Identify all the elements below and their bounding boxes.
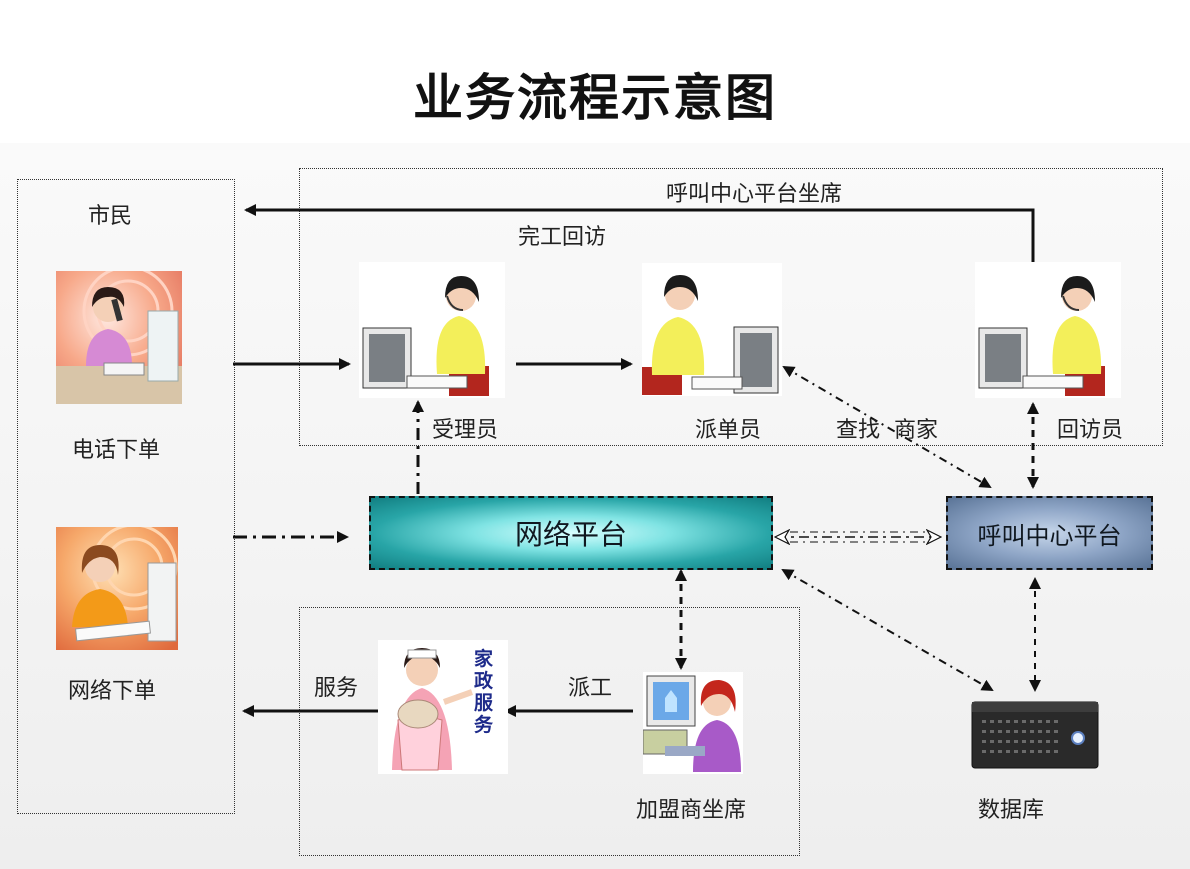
lookup-merchant-label: 查找 商家 — [836, 418, 938, 443]
dispatcher-label: 派单员 — [695, 418, 762, 443]
completion-revisit-label: 完工回访 — [518, 225, 607, 250]
call-center-seat-group — [299, 168, 1163, 446]
acceptor-label: 受理员 — [432, 418, 499, 443]
network-platform: 网络平台 — [369, 496, 773, 570]
database-label: 数据库 — [978, 798, 1045, 823]
dispatch-work-label: 派工 — [568, 676, 613, 701]
page-title: 业务流程示意图 — [413, 68, 777, 127]
service-label: 服务 — [314, 676, 359, 701]
franchise-operator-icon — [643, 672, 743, 774]
server-icon — [971, 701, 1099, 769]
online-order-label: 网络下单 — [68, 679, 157, 704]
call-center-platform: 呼叫中心平台 — [946, 496, 1153, 570]
franchise-seat-label: 加盟商坐席 — [636, 798, 747, 823]
operator-headset-icon — [642, 263, 782, 396]
woman-computer-icon — [56, 527, 178, 650]
housekeeper-icon — [378, 640, 508, 774]
citizen-group — [17, 179, 235, 814]
operator-headset-icon — [359, 262, 505, 398]
network-platform-label: 网络平台 — [514, 518, 627, 551]
operator-headset-icon — [975, 262, 1121, 398]
arrow-network-database — [781, 569, 994, 691]
phone-order-label: 电话下单 — [72, 438, 161, 463]
call-center-seat-label: 呼叫中心平台坐席 — [666, 182, 843, 207]
woman-phone-icon — [56, 271, 182, 404]
arrow-revisit-to-citizen — [244, 204, 1035, 262]
revisitor-label: 回访员 — [1057, 418, 1124, 443]
franchise-group — [299, 607, 800, 856]
call-center-platform-label: 呼叫中心平台 — [977, 521, 1122, 550]
citizen-label: 市民 — [88, 204, 133, 229]
housekeeping-badge: 家政服务 — [474, 648, 494, 736]
